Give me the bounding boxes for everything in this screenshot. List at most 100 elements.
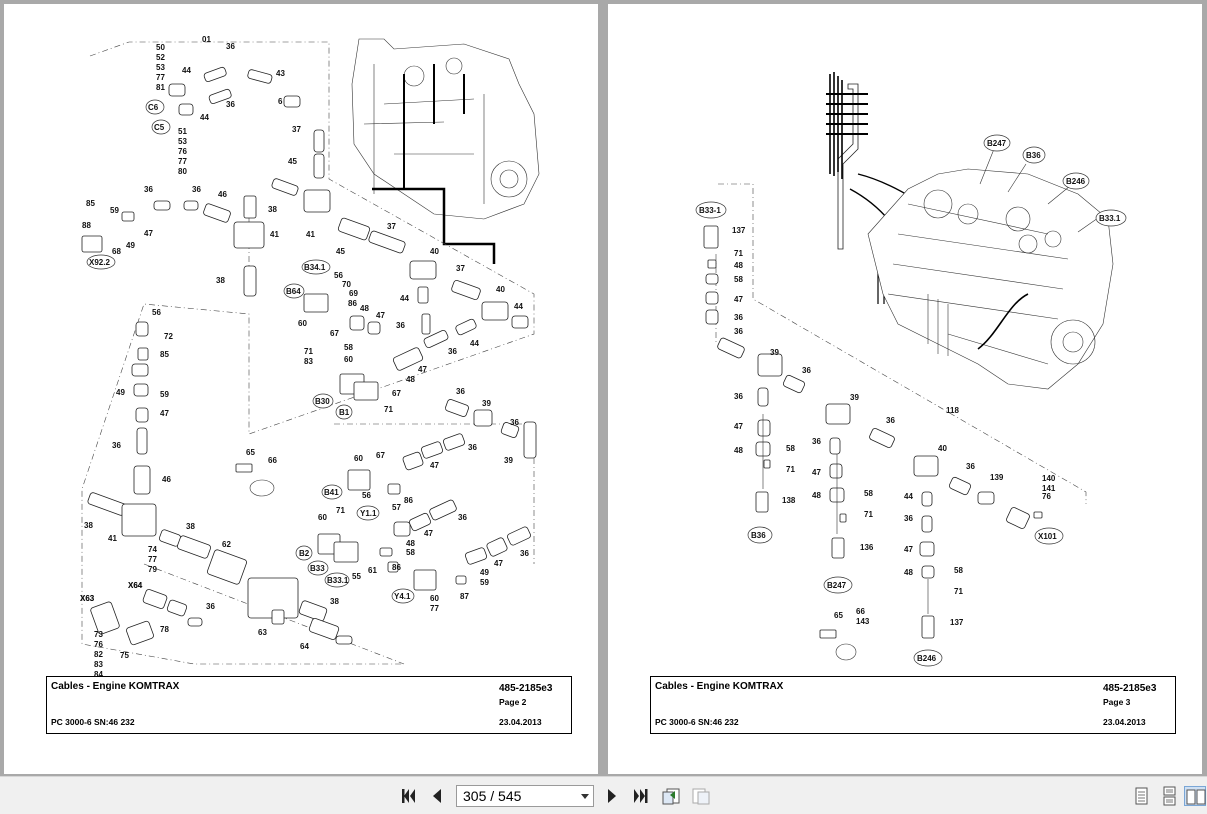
left-part-label: 46 <box>162 475 171 484</box>
left-part-label: 39 <box>504 456 513 465</box>
left-part-label: 41 <box>270 230 279 239</box>
page-number-select[interactable]: 305 / 545 <box>456 785 594 807</box>
right-part-label: 48 <box>812 491 821 500</box>
left-part-label: 60 <box>344 355 353 364</box>
left-part-label: 44 <box>182 66 191 75</box>
left-part-label: 36 <box>206 602 215 611</box>
first-page-icon <box>402 789 415 803</box>
page-indicator: 305 / 545 <box>463 788 522 804</box>
left-part-label: 40 <box>496 285 505 294</box>
right-part-label: 36 <box>886 416 895 425</box>
chevron-down-icon <box>581 794 589 799</box>
left-part-label: 37 <box>456 264 465 273</box>
left-part-label: 45 <box>336 247 345 256</box>
left-part-label: 38 <box>268 205 277 214</box>
left-part-label: 61 <box>368 566 377 575</box>
connector-b246: B246 <box>917 654 937 663</box>
connector-b246-top: B246 <box>1066 177 1086 186</box>
left-part-label: 80 <box>178 167 187 176</box>
right-part-label: 137 <box>732 226 746 235</box>
last-page-button[interactable] <box>629 786 651 806</box>
right-part-label: 36 <box>734 313 743 322</box>
connector-b33: B33 <box>310 564 325 573</box>
right-part-label: 118 <box>946 406 959 415</box>
left-part-label: 49 <box>126 241 135 250</box>
single-page-icon <box>1135 787 1148 805</box>
last-page-icon <box>634 789 648 803</box>
left-part-label: 56 <box>362 491 371 500</box>
title-block-left: Cables - Engine KOMTRAX 485-2185e3 Page … <box>46 676 572 734</box>
next-view-icon <box>692 788 710 805</box>
triangle-right-icon <box>608 789 616 803</box>
left-part-label: 36 <box>468 443 477 452</box>
left-part-label: 56 <box>334 271 343 280</box>
drawing-date: 23.04.2013 <box>1103 717 1146 727</box>
left-part-label: 77 <box>178 157 187 166</box>
left-part-label: 41 <box>108 534 117 543</box>
engine-illustration-right <box>867 168 1114 390</box>
left-part-label: 47 <box>418 365 427 374</box>
left-part-label: 48 <box>406 539 415 548</box>
right-part-label: 36 <box>966 462 975 471</box>
left-part-label: 01 <box>202 35 211 44</box>
right-part-label: 76 <box>1042 492 1051 501</box>
left-part-label: 77 <box>148 555 157 564</box>
connector-b64: B64 <box>286 287 301 296</box>
previous-view-button[interactable] <box>660 786 682 806</box>
right-part-label: 71 <box>786 465 795 474</box>
left-part-label: 38 <box>84 521 93 530</box>
left-part-label: 44 <box>470 339 479 348</box>
left-part-label: 53 <box>156 63 165 72</box>
left-part-label: 84 <box>94 670 103 679</box>
connector-b1: B1 <box>339 408 350 417</box>
left-part-label: 59 <box>160 390 169 399</box>
continuous-view-button[interactable] <box>1158 786 1180 806</box>
next-page-button[interactable] <box>601 786 623 806</box>
left-part-label: 52 <box>156 53 165 62</box>
document-page-left: C6 C5 X92.2 B34.1 B64 B30 B1 B41 Y1.1 B2… <box>4 4 598 774</box>
left-part-label: 60 <box>354 454 363 463</box>
connector-tags-right: B247 B36 B246 B33-1 B33.1 X101 B36 B247 … <box>695 134 1127 667</box>
right-part-label: 137 <box>950 618 964 627</box>
drawing-title: Cables - Engine KOMTRAX <box>655 681 784 692</box>
left-part-label: 6 <box>278 97 283 106</box>
left-part-label: 47 <box>494 559 503 568</box>
right-diagram: B247 B36 B246 B33-1 B33.1 X101 B36 B247 … <box>695 72 1127 667</box>
triangle-left-icon <box>433 789 441 803</box>
connector-c5: C5 <box>154 123 165 132</box>
left-part-label: 36 <box>112 441 121 450</box>
left-part-label: 44 <box>400 294 409 303</box>
left-part-label: 71 <box>304 347 313 356</box>
connector-x64: X64 <box>128 581 143 590</box>
left-part-label: 86 <box>404 496 413 505</box>
left-part-label: 38 <box>330 597 339 606</box>
page-label: Page 2 <box>499 697 527 707</box>
connector-x92-2: X92.2 <box>89 258 110 267</box>
connector-x63: X63 <box>80 594 95 603</box>
connector-b36-top: B36 <box>1026 151 1041 160</box>
left-part-label: 50 <box>156 43 165 52</box>
left-part-label: 83 <box>94 660 103 669</box>
right-part-label: 44 <box>904 492 913 501</box>
facing-view-button[interactable] <box>1184 786 1206 806</box>
next-view-button[interactable] <box>690 786 712 806</box>
left-part-label: 67 <box>376 451 385 460</box>
left-part-label: 47 <box>144 229 153 238</box>
drawing-number: 485-2185e3 <box>499 683 553 694</box>
left-part-label: 77 <box>430 604 439 613</box>
first-page-button[interactable] <box>398 786 420 806</box>
left-part-label: 39 <box>482 399 491 408</box>
connector-b30: B30 <box>315 397 330 406</box>
left-part-label: 60 <box>430 594 439 603</box>
single-page-view-button[interactable] <box>1130 786 1152 806</box>
right-part-label: 47 <box>904 545 913 554</box>
left-part-label: 36 <box>192 185 201 194</box>
left-diagram: C6 C5 X92.2 B34.1 B64 B30 B1 B41 Y1.1 B2… <box>80 35 540 679</box>
previous-page-button[interactable] <box>426 786 448 806</box>
left-part-label: 36 <box>458 513 467 522</box>
right-part-label: 71 <box>734 249 743 258</box>
left-part-label: 53 <box>178 137 187 146</box>
right-part-label: 66 <box>856 607 865 616</box>
right-part-label: 48 <box>734 446 743 455</box>
